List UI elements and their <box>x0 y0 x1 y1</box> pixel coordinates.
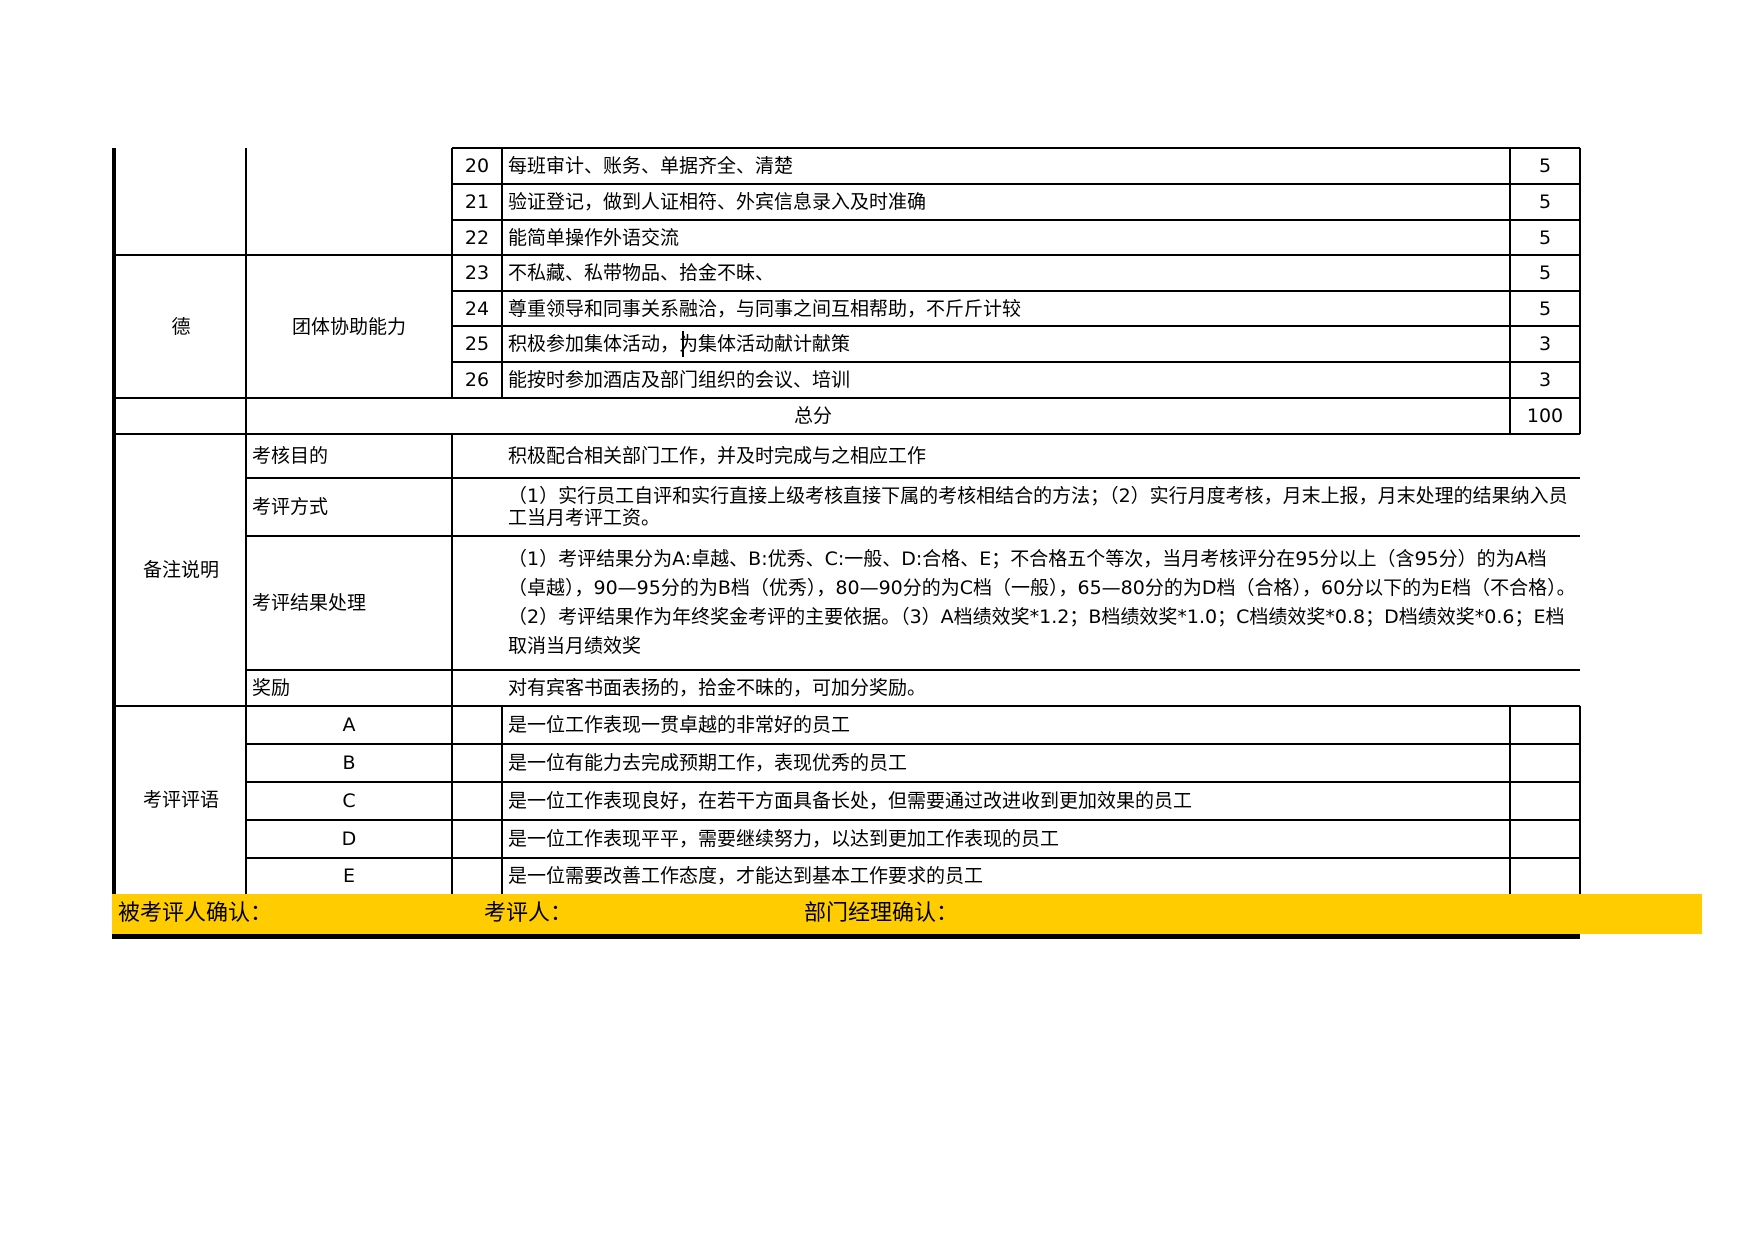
grid-line <box>246 857 1580 859</box>
item-text[interactable]: 能简单操作外语交流 <box>508 226 680 249</box>
grid-line <box>1509 706 1511 894</box>
item-text[interactable]: 不私藏、私带物品、拾金不昧、 <box>508 262 775 284</box>
grade-label[interactable]: A <box>342 714 356 736</box>
grade-text[interactable]: 是一位有能力去完成预期工作，表现优秀的员工 <box>508 752 908 774</box>
grid-line <box>1579 148 1581 434</box>
item-score[interactable]: 5 <box>1538 191 1552 213</box>
item-no[interactable]: 24 <box>464 297 490 320</box>
reviewee-confirm-label[interactable]: 被考评人确认： <box>118 901 273 926</box>
grid-line <box>452 325 1580 327</box>
total-label[interactable]: 总分 <box>793 405 832 427</box>
grade-text[interactable]: 是一位需要改善工作态度，才能达到基本工作要求的员工 <box>508 865 984 887</box>
item-text[interactable]: 积极参加集体活动，为集体活动献计献策 <box>508 333 851 355</box>
note-label[interactable]: 考核目的 <box>252 445 329 467</box>
note-label[interactable]: 考评方式 <box>252 496 329 518</box>
item-no[interactable]: 23 <box>464 262 490 284</box>
item-no[interactable]: 26 <box>464 369 490 391</box>
grid-line <box>452 290 1580 292</box>
grade-label[interactable]: C <box>342 790 356 812</box>
item-score[interactable]: 5 <box>1538 226 1552 249</box>
item-score[interactable]: 3 <box>1538 333 1552 355</box>
table-bottom-border <box>112 934 1580 939</box>
grid-line <box>116 705 1580 707</box>
text-cursor <box>682 331 684 357</box>
grid-line <box>452 147 1580 149</box>
reviewer-label[interactable]: 考评人： <box>484 901 573 926</box>
note-label[interactable]: 奖励 <box>252 677 291 699</box>
item-no[interactable]: 25 <box>464 333 490 355</box>
item-score[interactable]: 3 <box>1538 369 1552 391</box>
notes-section-label[interactable]: 备注说明 <box>142 559 219 581</box>
grade-text[interactable]: 是一位工作表现一贯卓越的非常好的员工 <box>508 714 851 736</box>
grid-line <box>501 706 503 894</box>
note-text[interactable]: （1）实行员工自评和实行直接上级考核直接下属的考核相结合的方法；（2）实行月度考… <box>508 485 1568 529</box>
table-left-border <box>112 148 116 894</box>
grid-line <box>246 477 1580 479</box>
item-text[interactable]: 尊重领导和同事关系融洽，与同事之间互相帮助，不斤斤计较 <box>508 297 1022 320</box>
grid-line <box>246 781 1580 783</box>
grid-line <box>116 397 1580 399</box>
item-score[interactable]: 5 <box>1538 297 1552 320</box>
total-value[interactable]: 100 <box>1526 405 1564 427</box>
item-text[interactable]: 每班审计、账务、单据齐全、清楚 <box>508 155 794 177</box>
grid-line <box>246 535 1580 537</box>
grid-line <box>1579 706 1581 894</box>
grade-text[interactable]: 是一位工作表现良好，在若干方面具备长处，但需要通过改进收到更加效果的员工 <box>508 790 1193 812</box>
grid-line <box>245 148 247 894</box>
grid-line <box>452 183 1580 185</box>
item-score[interactable]: 5 <box>1538 155 1552 177</box>
category-label[interactable]: 德 <box>171 315 191 338</box>
manager-confirm-label[interactable]: 部门经理确认： <box>804 901 959 926</box>
grid-line <box>501 148 503 398</box>
grid-line <box>452 219 1580 221</box>
item-no[interactable]: 21 <box>464 191 490 213</box>
grid-line <box>246 743 1580 745</box>
ability-label[interactable]: 团体协助能力 <box>291 315 406 338</box>
note-text[interactable]: 积极配合相关部门工作，并及时完成与之相应工作 <box>508 445 927 467</box>
grid-line <box>116 433 1580 435</box>
item-no[interactable]: 20 <box>464 155 490 177</box>
note-text[interactable]: 对有宾客书面表扬的，拾金不昧的，可加分奖励。 <box>508 677 927 699</box>
grade-label[interactable]: D <box>341 828 357 850</box>
grid-line <box>246 669 1580 671</box>
note-label[interactable]: 考评结果处理 <box>252 592 367 614</box>
grid-line <box>451 148 453 398</box>
grid-line <box>452 361 1580 363</box>
grid-line <box>1509 148 1511 434</box>
signature-bar: 被考评人确认： 考评人： 部门经理确认： <box>112 894 1702 934</box>
item-no[interactable]: 22 <box>464 226 490 249</box>
item-text[interactable]: 验证登记，做到人证相符、外宾信息录入及时准确 <box>508 191 927 213</box>
grade-text[interactable]: 是一位工作表现平平，需要继续努力，以达到更加工作表现的员工 <box>508 828 1060 850</box>
grid-line <box>451 434 453 894</box>
item-text[interactable]: 能按时参加酒店及部门组织的会议、培训 <box>508 369 851 391</box>
comments-section-label[interactable]: 考评评语 <box>142 789 219 811</box>
note-text[interactable]: （1）考评结果分为A:卓越、B:优秀、C:一般、D:合格、E；不合格五个等次，当… <box>508 548 1576 657</box>
grade-label[interactable]: E <box>342 865 355 887</box>
grid-line <box>116 254 1580 256</box>
item-score[interactable]: 5 <box>1538 262 1552 284</box>
grid-line <box>246 819 1580 821</box>
grade-label[interactable]: B <box>342 752 356 774</box>
